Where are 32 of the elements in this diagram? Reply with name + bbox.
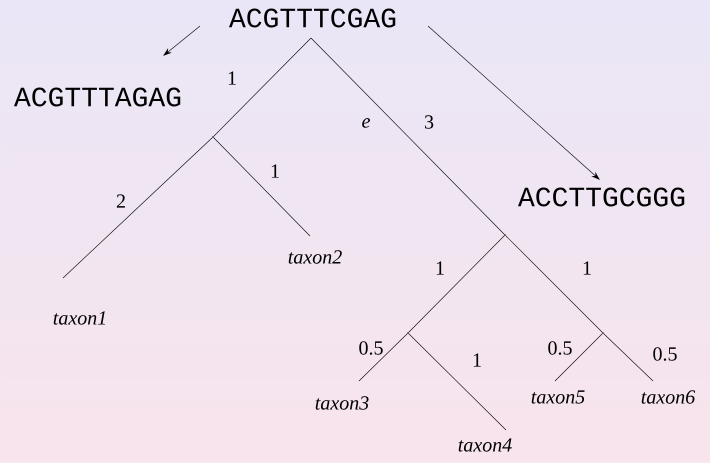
arrow [163, 26, 200, 56]
branch-length: 1 [584, 261, 591, 275]
branch-length: 1 [272, 164, 279, 178]
tree-branch [408, 235, 505, 333]
sequence-label: ACGTTTAGAG [14, 88, 180, 106]
sequence-label: ACGTTTCGAG [229, 8, 396, 28]
branch-length: 0.5 [548, 341, 572, 355]
tree-branch [408, 333, 506, 430]
branch-length: 1 [436, 261, 444, 275]
branch-length: 1 [228, 71, 236, 85]
taxon-label: taxon3 [316, 396, 369, 410]
taxon-label: taxon2 [288, 250, 342, 264]
branch-length: 2 [116, 194, 125, 208]
sequence-label: ACCTTGCGGG [518, 188, 684, 206]
tree-branch [213, 38, 312, 137]
tree-branch [603, 333, 654, 382]
taxon-label: taxon6 [642, 390, 696, 404]
branch-length: 1 [474, 353, 481, 367]
tree-branch [62, 137, 213, 278]
branch-length: 0.5 [653, 347, 677, 361]
taxon-label: taxon1 [54, 311, 106, 325]
tree-branch [310, 38, 505, 235]
tree-branch [358, 333, 408, 382]
tree-branch [505, 235, 603, 333]
branch-length: 3 [424, 115, 434, 129]
taxon-label: taxon5 [532, 390, 585, 404]
arrow [428, 26, 600, 180]
branch-length: 0.5 [359, 341, 383, 355]
tree-branch [213, 137, 310, 236]
edge-name: e [362, 118, 370, 128]
taxon-label: taxon4 [458, 438, 512, 452]
tree-branch [554, 333, 603, 382]
